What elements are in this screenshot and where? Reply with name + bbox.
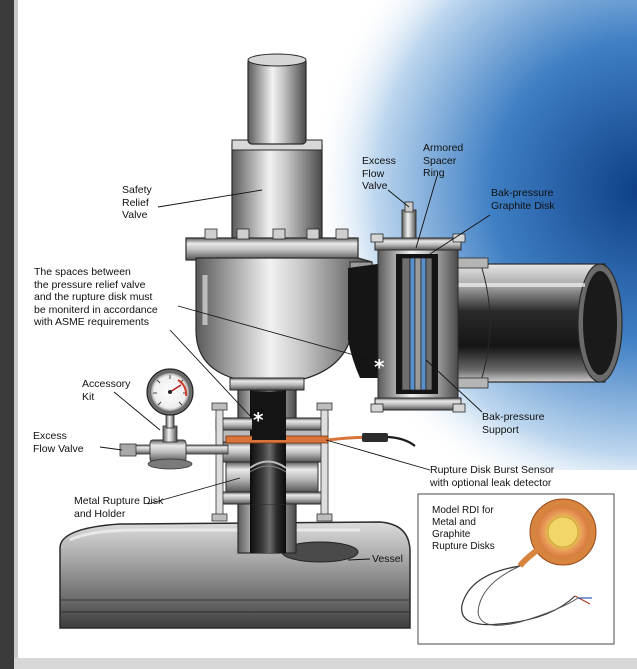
label-armored-spacer-ring: Armored Spacer Ring bbox=[423, 142, 464, 179]
monitored-space-marker-upper: * bbox=[374, 355, 385, 379]
inset-box bbox=[417, 493, 615, 645]
label-bak-pressure-graphite-disk: Bak-pressure Graphite Disk bbox=[491, 187, 555, 212]
label-vessel: Vessel bbox=[372, 553, 403, 565]
label-bak-pressure-support: Bak-pressure Support bbox=[482, 411, 545, 436]
label-burst-sensor: Rupture Disk Burst Sensor with optional … bbox=[430, 464, 555, 489]
leader-lines bbox=[99, 175, 491, 561]
label-accessory-kit: Accessory Kit bbox=[82, 378, 131, 403]
monitored-space-marker-lower: * bbox=[253, 408, 264, 432]
label-inset-model-rdi: Model RDI for Metal and Graphite Rupture… bbox=[432, 505, 495, 552]
label-excess-flow-valve-top: Excess Flow Valve bbox=[362, 155, 396, 192]
label-spaces-note: The spaces between the pressure relief v… bbox=[34, 266, 158, 328]
outlet-pipe bbox=[429, 257, 623, 389]
blue-background-glow bbox=[300, 0, 637, 470]
left-page-gutter bbox=[0, 0, 14, 669]
interior-space-lower bbox=[252, 392, 286, 440]
label-safety-relief-valve: Safety Relief Valve bbox=[122, 184, 152, 221]
outlet-flange-assembly bbox=[370, 201, 466, 413]
vessel bbox=[59, 521, 411, 629]
label-metal-rupture-disk: Metal Rupture Disk and Holder bbox=[74, 495, 164, 520]
accessory-kit bbox=[119, 368, 229, 470]
label-excess-flow-valve-left: Excess Flow Valve bbox=[33, 430, 84, 455]
